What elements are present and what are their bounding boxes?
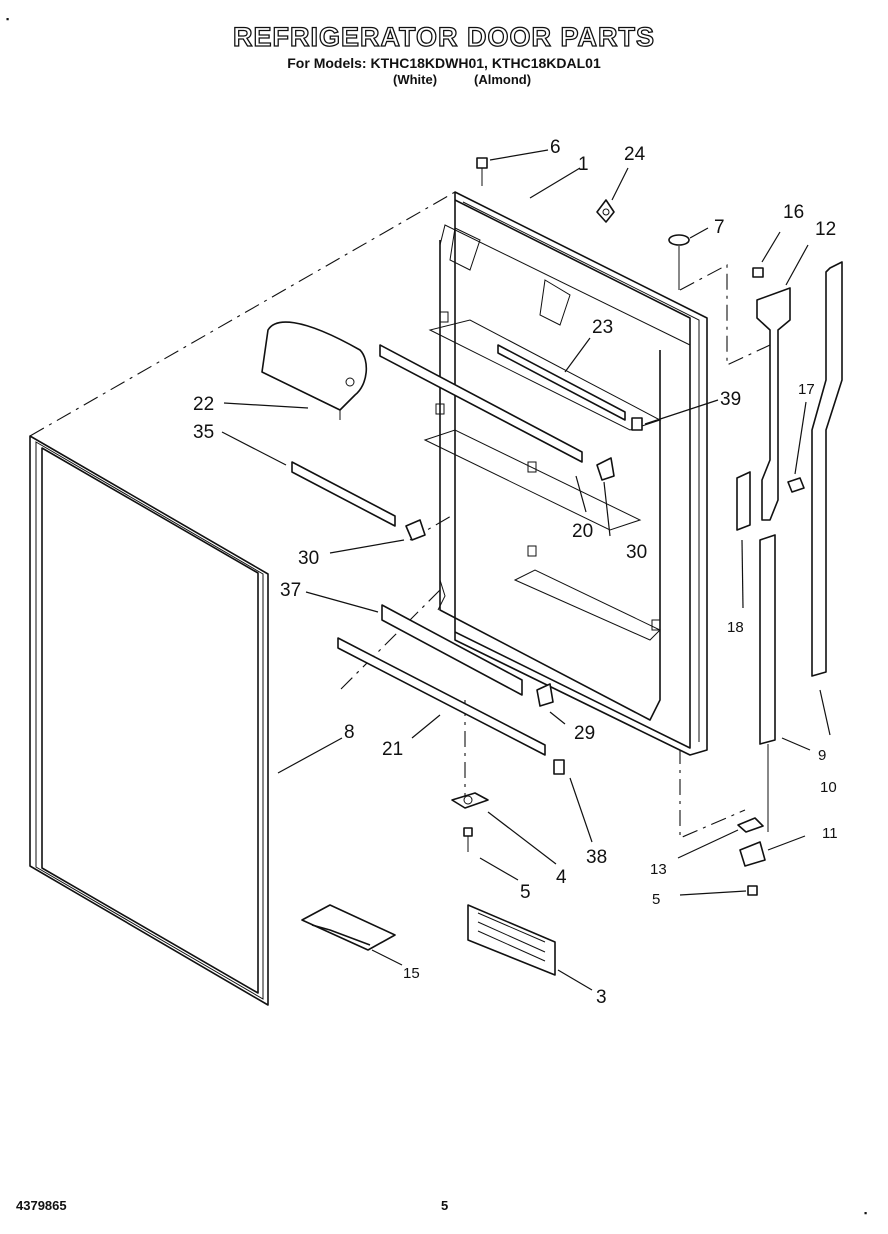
callout-8: 8 [344, 722, 355, 743]
alignment-line [679, 264, 771, 366]
alignment-line [29, 191, 456, 437]
hinge-cap-7 [668, 234, 690, 290]
callout-30-right: 30 [626, 542, 647, 563]
callout-3: 3 [596, 987, 607, 1008]
bracket-30 [596, 457, 615, 481]
callout-16: 16 [783, 202, 804, 223]
tray-15 [301, 904, 396, 951]
shelf-bar-21 [337, 637, 546, 756]
callout-20: 20 [572, 521, 593, 542]
callout-15: 15 [403, 965, 420, 982]
shelf-bar-35 [291, 461, 396, 527]
shelf-bar-37 [381, 604, 523, 696]
callout-18: 18 [727, 619, 744, 636]
callout-9: 9 [818, 747, 826, 764]
callout-17: 17 [798, 381, 815, 398]
callout-7: 7 [714, 217, 725, 238]
callout-13: 13 [650, 861, 667, 878]
screw-17 [787, 477, 805, 493]
screw-5 [463, 827, 473, 852]
shim-18 [736, 471, 751, 531]
callout-10: 10 [820, 779, 837, 796]
hinge-11 [739, 841, 766, 867]
door-gasket [29, 435, 269, 1006]
door-liner [423, 191, 708, 756]
dairy-door-22 [261, 321, 368, 420]
screw-16 [752, 267, 764, 278]
callout-5-right: 5 [652, 891, 660, 908]
callout-1: 1 [578, 154, 589, 175]
shelf-bar-20 [379, 344, 583, 463]
callout-35: 35 [193, 422, 214, 443]
corner-mark: ▪ [864, 1208, 868, 1218]
callout-6: 6 [550, 137, 561, 158]
callout-23: 23 [592, 317, 613, 338]
leader-lines [221, 149, 831, 991]
callout-12: 12 [815, 219, 836, 240]
bracket-29 [536, 683, 554, 707]
callout-29: 29 [574, 723, 595, 744]
bracket-30 [405, 519, 426, 541]
stop-38 [553, 759, 565, 775]
callout-24: 24 [624, 144, 646, 165]
panel-3 [467, 904, 556, 976]
corner-mark: ▪ [6, 14, 10, 24]
callout-4: 4 [556, 867, 567, 888]
hinge-bracket-12 [756, 287, 791, 521]
callout-37: 37 [280, 580, 301, 601]
callout-38: 38 [586, 847, 607, 868]
callout-30-left: 30 [298, 548, 319, 569]
document-number: 4379865 [16, 1198, 67, 1213]
callout-22: 22 [193, 394, 214, 415]
callout-11: 11 [822, 825, 838, 842]
stop-39 [631, 417, 643, 431]
screw-6 [476, 157, 488, 186]
clip-24 [596, 199, 615, 223]
callout-39: 39 [720, 389, 741, 410]
variant-almond: (Almond) [474, 72, 532, 87]
alignment-line [339, 589, 441, 691]
shelf-bar-23 [497, 344, 626, 421]
models-line: For Models: KTHC18KDWH01, KTHC18KDAL01 [287, 55, 601, 71]
page-number: 5 [441, 1198, 449, 1213]
hinge-4 [451, 792, 489, 809]
callout-5-left: 5 [520, 882, 531, 903]
callout-21: 21 [382, 739, 403, 760]
screw-5 [747, 885, 758, 896]
trim-9 [811, 261, 843, 677]
variant-white: (White) [393, 72, 438, 87]
shim-13 [737, 817, 764, 833]
handle-10 [759, 534, 776, 832]
page-title: REFRIGERATOR DOOR PARTS [232, 21, 655, 52]
alignment-line [679, 748, 746, 839]
